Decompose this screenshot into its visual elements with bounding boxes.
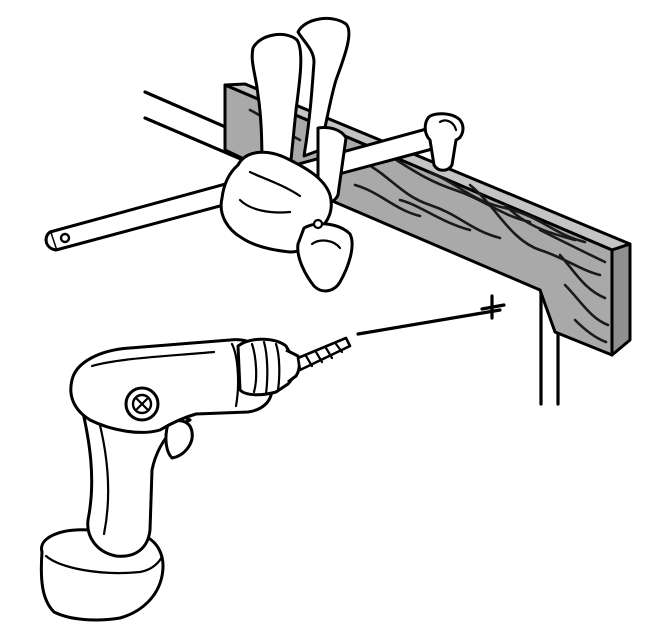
drill-target-mark — [480, 294, 506, 320]
clamp-back-handle — [296, 16, 351, 158]
drill-trigger — [164, 419, 194, 460]
drill-path-line — [356, 308, 502, 336]
quick-clamp — [219, 16, 354, 293]
clamp-front-handle — [250, 32, 303, 177]
cordless-drill — [39, 337, 301, 622]
drill-bit — [296, 336, 352, 372]
board-end-face — [610, 242, 632, 357]
clamp-jaw-pad — [296, 222, 354, 293]
drill-body — [69, 338, 274, 434]
clamp-rear-jaw — [423, 112, 465, 172]
bar-end-hole — [59, 232, 71, 244]
